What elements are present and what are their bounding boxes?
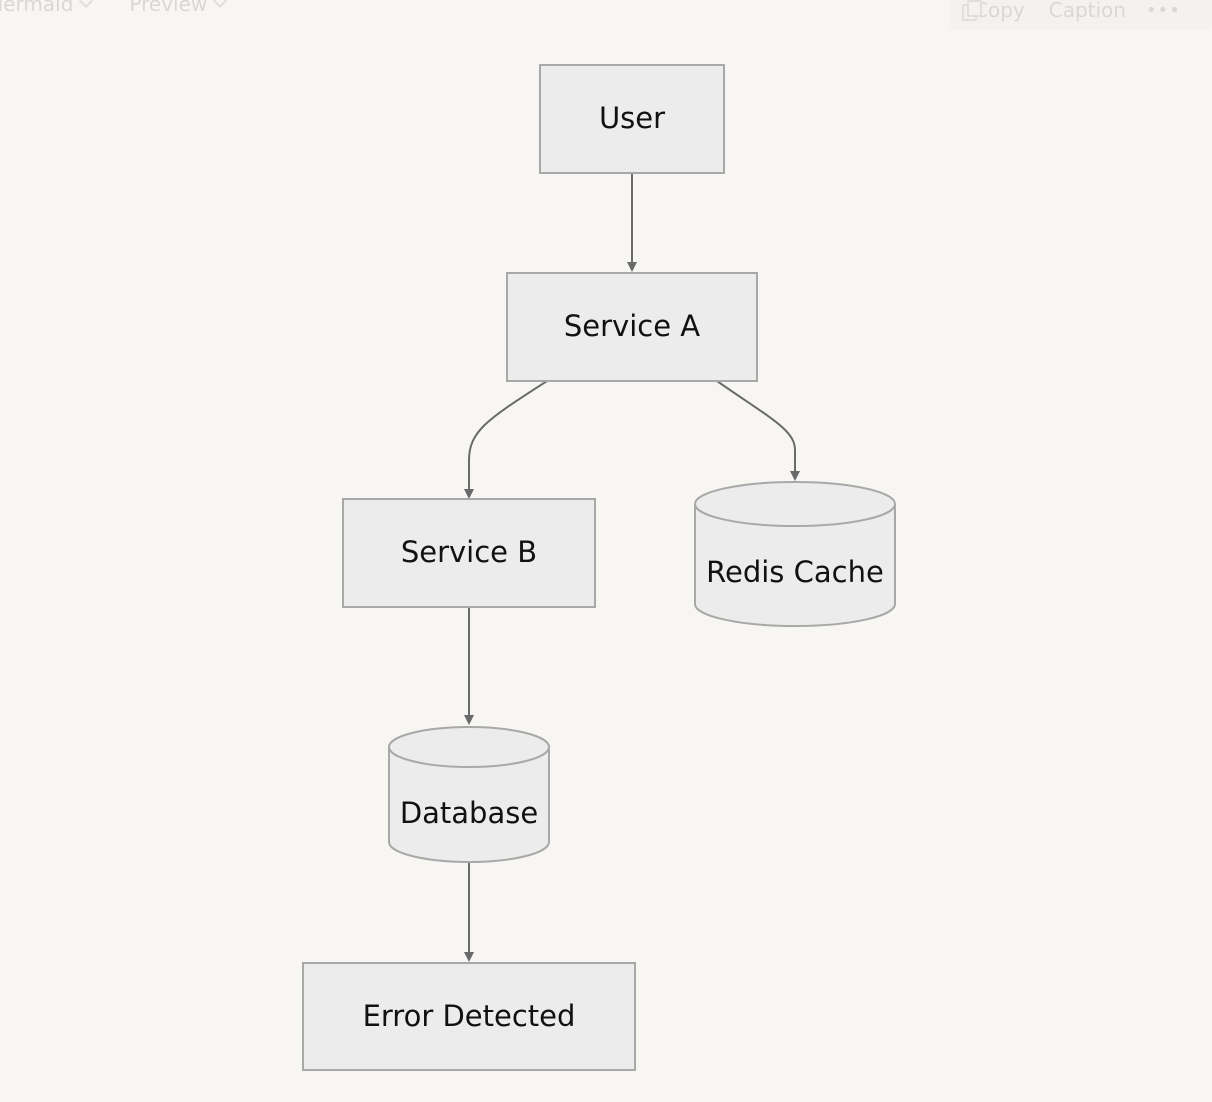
node-user-label: User [599,101,665,135]
node-service-b[interactable]: Service B [342,498,596,608]
more-icon: ••• [1145,0,1181,21]
language-selector[interactable]: Mermaid [0,0,94,16]
copy-label: Copy [974,0,1025,22]
node-redis-cache[interactable]: Redis Cache [694,481,896,627]
caption-label: Caption [1048,0,1126,22]
edge-service-a-to-redis-cache [716,380,800,481]
node-user[interactable]: User [539,64,725,174]
edge-service-a-to-service-b [464,380,548,499]
node-error-detected-label: Error Detected [363,999,576,1033]
node-database[interactable]: Database [388,726,550,863]
node-error-detected[interactable]: Error Detected [302,962,636,1071]
more-options-button[interactable]: ••• [1146,0,1181,21]
copy-button[interactable]: Copy [962,0,1025,22]
node-service-b-label: Service B [401,535,537,569]
copy-icon [962,0,982,21]
language-label: Mermaid [0,0,74,16]
caption-button[interactable]: Caption [1049,0,1126,22]
block-toolbar-left: Mermaid Preview [0,0,228,16]
node-database-label: Database [400,796,538,830]
edges [464,174,800,962]
block-toolbar-right: Copy Caption ••• [950,0,1212,30]
view-mode-label: Preview [129,0,208,16]
node-service-a-label: Service A [564,309,700,343]
node-service-a[interactable]: Service A [506,272,758,382]
view-mode-selector[interactable]: Preview [129,0,228,16]
node-redis-cache-label: Redis Cache [706,555,884,589]
